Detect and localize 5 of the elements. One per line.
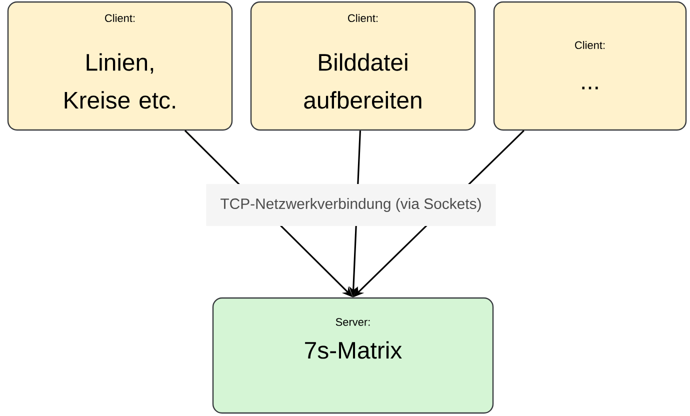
client-box: Client: ... <box>493 1 687 131</box>
edge-label: TCP-Netzwerkverbindung (via Sockets) <box>206 184 496 226</box>
client-box: Client: Linien, Kreise etc. <box>7 1 233 131</box>
server-box: Server: 7s-Matrix <box>212 297 494 414</box>
client-box: Client: Bilddatei aufbereiten <box>250 1 476 131</box>
